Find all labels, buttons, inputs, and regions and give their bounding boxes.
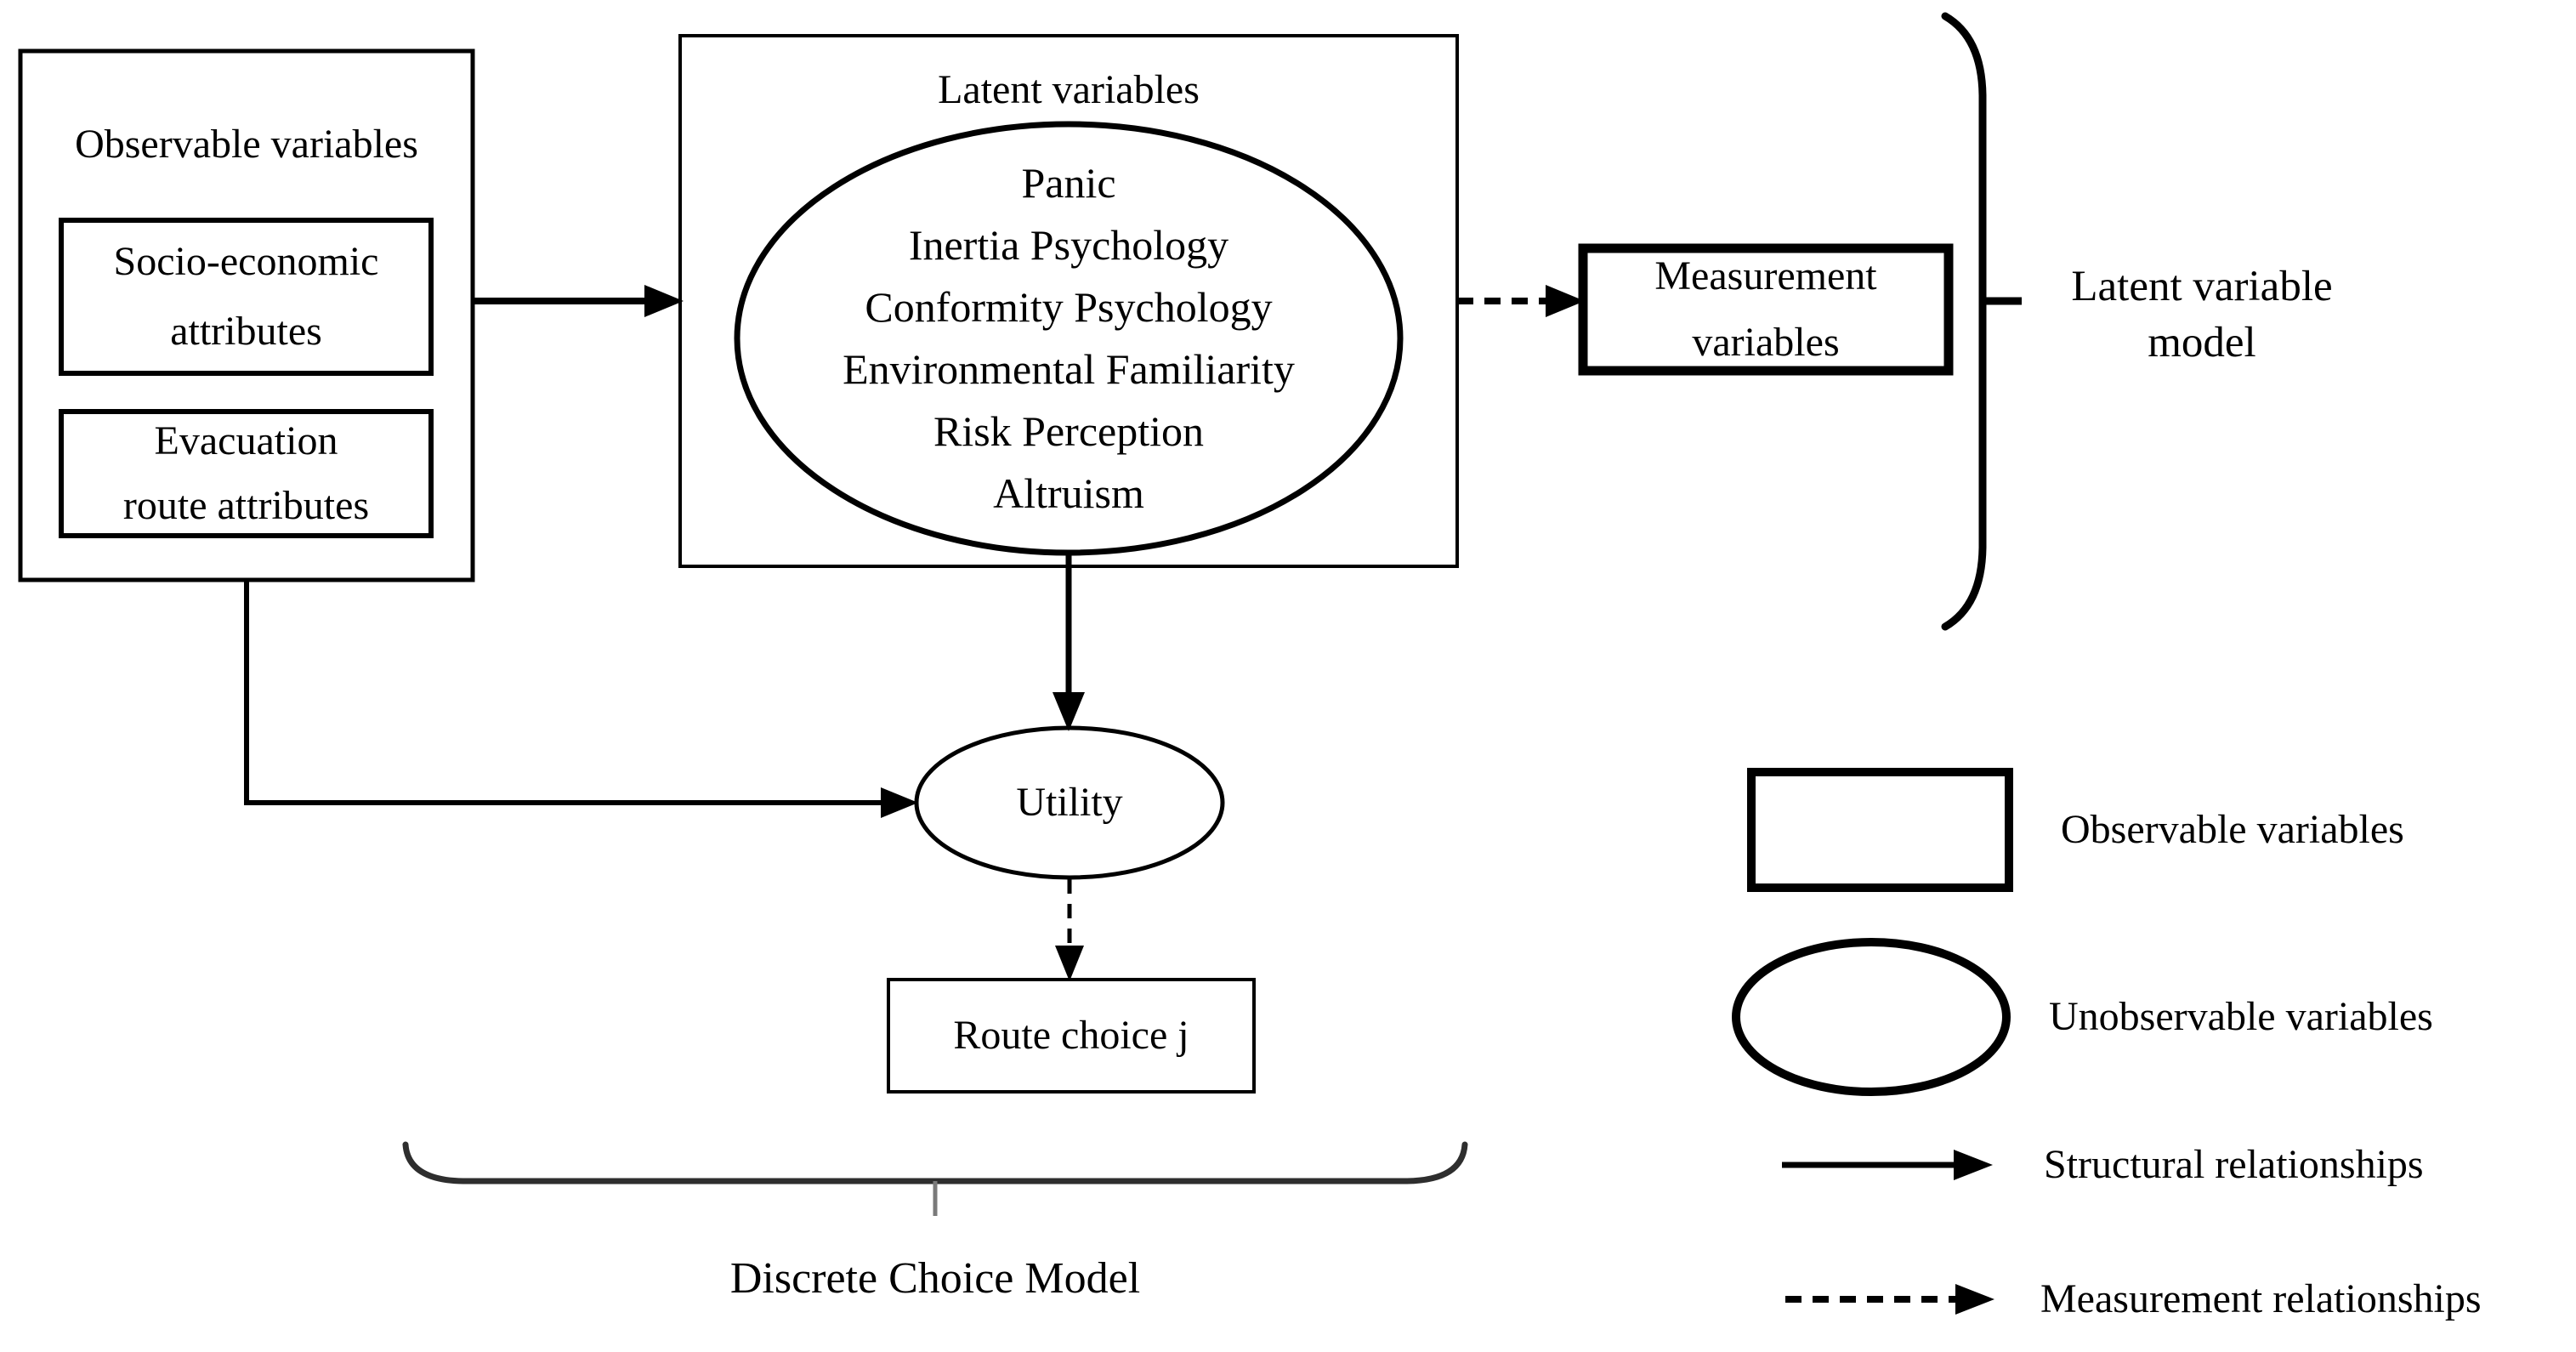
utility-label: Utility [1016, 780, 1123, 825]
legend-rectangle-icon [1747, 768, 2013, 892]
arrow-shaft [244, 580, 884, 805]
socio-line-1: Socio-economic [113, 239, 379, 284]
latent-item-panic: Panic [1021, 159, 1116, 207]
arrow-head [1955, 1284, 1994, 1315]
legend-solid-arrow-icon [1782, 1150, 1993, 1180]
observable-box-title: Observable variables [75, 122, 418, 167]
observable-to-utility-arrow-icon [244, 580, 918, 818]
brace-curve [402, 1141, 1468, 1184]
discrete-choice-brace [402, 1141, 1468, 1216]
legend-measurement-label: Measurement relationships [2040, 1276, 2482, 1321]
latent-item-environmental: Environmental Familiarity [843, 345, 1295, 393]
socio-economic-box [59, 218, 434, 376]
latent-item-inertia: Inertia Psychology [908, 221, 1229, 269]
bracket-curve [1941, 12, 1987, 631]
latent-variables-ellipse [734, 121, 1404, 556]
latent-item-conformity: Conformity Psychology [865, 283, 1273, 331]
utility-to-route-arrow-icon [1055, 879, 1084, 981]
route-choice-box [887, 978, 1256, 1094]
arrow-head [1053, 692, 1085, 731]
lvm-line-2: model [2148, 319, 2256, 366]
evac-line-2: route attributes [122, 483, 370, 528]
latent-model-bracket [1941, 12, 2022, 631]
legend-observable-label: Observable variables [2061, 807, 2404, 852]
measurement-variables-label: Measurement variables [1583, 248, 1949, 371]
socio-economic-label: Socio-economic attributes [61, 220, 431, 373]
observable-to-latent-arrow-icon [473, 285, 684, 317]
latent-variable-model-label: Latent variable model [2032, 255, 2372, 374]
latent-variables-list: Panic Inertia Psychology Conformity Psyc… [737, 124, 1400, 553]
arrow-head [881, 787, 918, 818]
discrete-choice-model-label: Discrete Choice Model [729, 1254, 1141, 1303]
measurement-line-1: Measurement [1654, 253, 1877, 298]
evacuation-route-label: Evacuation route attributes [61, 412, 431, 536]
socio-line-2: attributes [170, 309, 322, 354]
legend-structural-label: Structural relationships [2044, 1142, 2424, 1187]
arrow-head [644, 285, 684, 317]
latent-item-risk: Risk Perception [933, 407, 1205, 455]
arrow-head [1954, 1150, 1993, 1180]
lvm-line-1: Latent variable [2071, 263, 2333, 310]
latent-to-measurement-arrow-icon [1457, 285, 1585, 317]
evacuation-route-box [59, 409, 434, 538]
latent-to-utility-arrow-icon [1053, 554, 1085, 731]
measurement-variables-box [1578, 243, 1954, 376]
measurement-line-2: variables [1692, 320, 1840, 365]
legend-dashed-arrow-icon [1785, 1284, 1994, 1315]
latent-box-title: Latent variables [938, 67, 1200, 112]
legend-ellipse-icon [1732, 938, 2011, 1096]
legend-unobservable-label: Unobservable variables [2049, 994, 2433, 1039]
arrow-head [1055, 946, 1084, 981]
route-choice-label: Route choice j [953, 1013, 1189, 1058]
evac-line-1: Evacuation [154, 418, 338, 463]
latent-item-altruism: Altruism [993, 469, 1144, 517]
arrow-head [1546, 285, 1585, 317]
